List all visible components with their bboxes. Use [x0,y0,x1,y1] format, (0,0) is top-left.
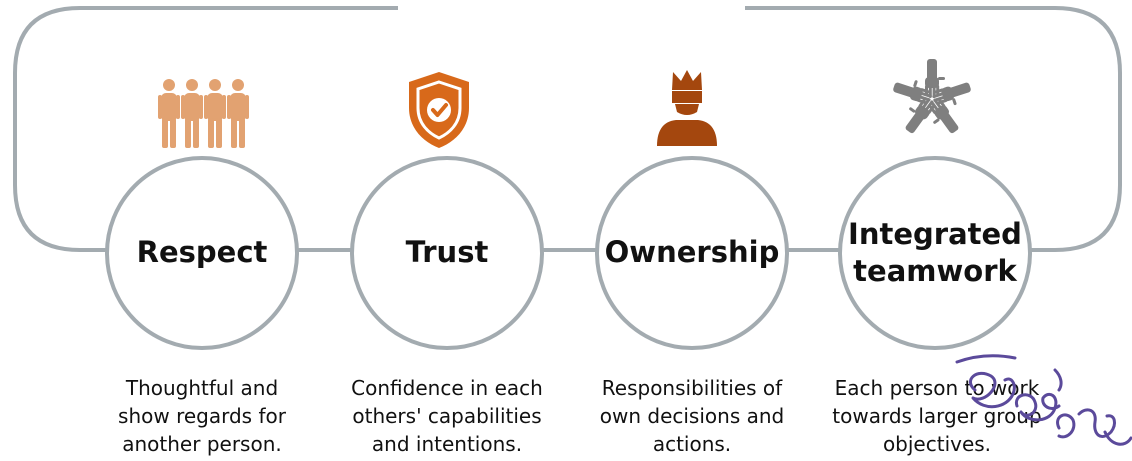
description-line: actions. [652,432,732,456]
handwritten-signature [955,354,1132,446]
shield-check-icon [409,72,469,148]
description-line: own decisions and [599,404,785,428]
description-line: objectives. [882,432,992,456]
value-title-line: Integrated [848,216,1022,251]
value-title-respect: Respect [136,235,268,270]
value-title-ownership: Ownership [604,235,780,270]
value-description-trust: Confidence in each others' capabilities … [333,374,561,458]
value-circle-integrated-teamwork: Integrated teamwork [838,156,1032,350]
description-line: another person. [122,432,282,456]
value-title-integrated-teamwork: Integrated teamwork [848,216,1022,290]
description-line: and intentions. [371,432,523,456]
crowned-person-icon [657,70,717,146]
value-description-respect: Thoughtful and show regards for another … [97,374,307,458]
description-line: others' capabilities [352,404,542,428]
value-circle-trust: Trust [350,156,544,350]
family-group-icon [158,79,249,148]
description-line: Thoughtful and [125,376,279,400]
description-line: towards larger group [832,404,1042,428]
value-circle-ownership: Ownership [595,156,789,350]
joined-hands-icon [891,59,975,140]
description-line: Confidence in each [351,376,543,400]
description-line: show regards for [118,404,286,428]
value-description-ownership: Responsibilities of own decisions and ac… [582,374,802,458]
value-circle-respect: Respect [105,156,299,350]
value-title-trust: Trust [405,235,489,270]
value-title-line: teamwork [853,254,1017,288]
description-line: Responsibilities of [601,376,783,400]
